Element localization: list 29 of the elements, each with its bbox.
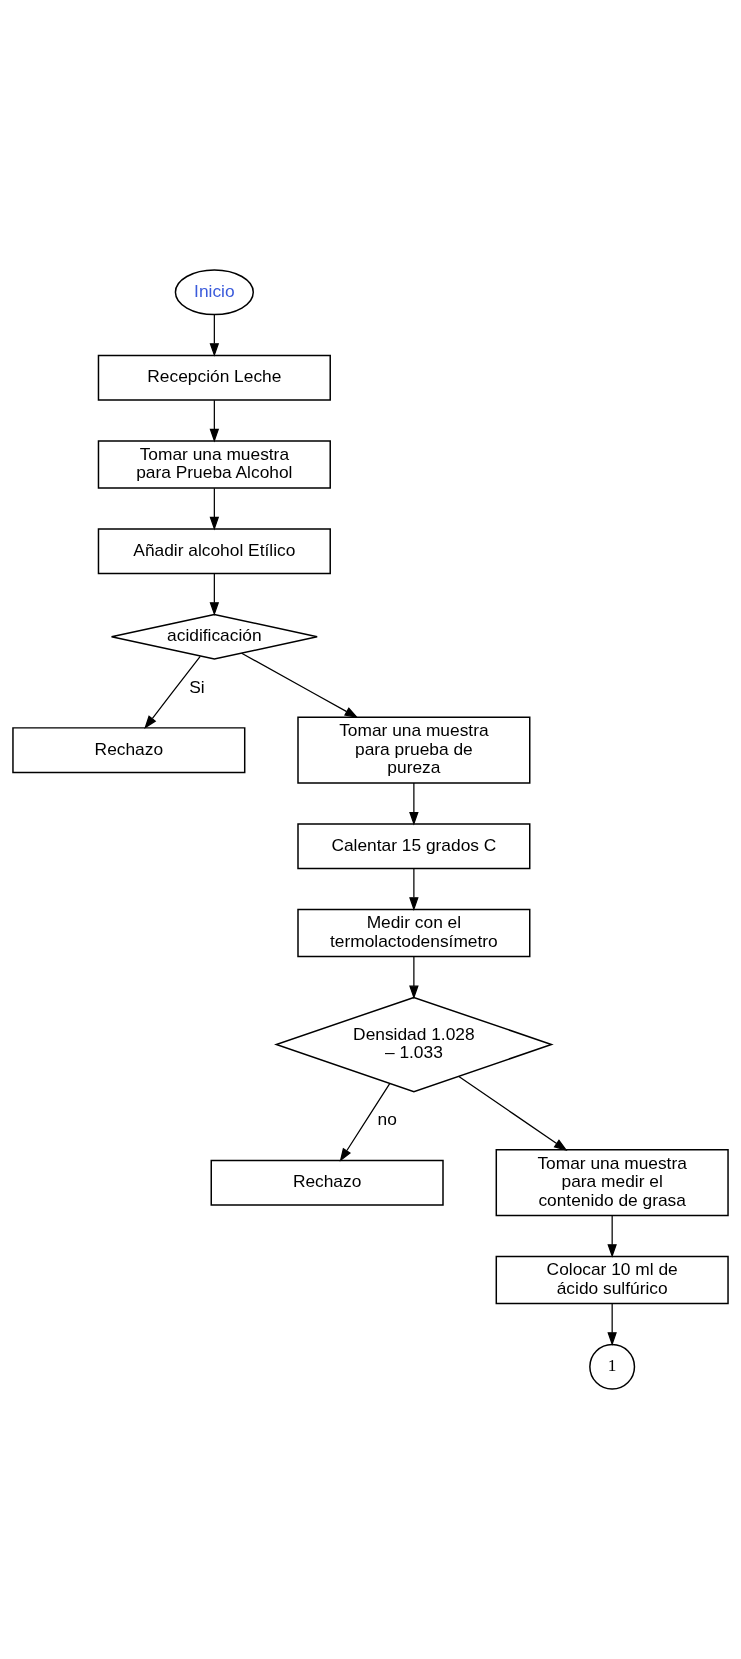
node-box: Colocar 10 ml de ácido sulfúrico xyxy=(495,1255,729,1305)
node-diamond: acidificación xyxy=(110,613,318,660)
arrow xyxy=(209,487,220,531)
arrow xyxy=(409,782,419,826)
node-box: Tomar una muestra para Prueba Alcohol xyxy=(97,440,331,489)
node-diamond: Densidad 1.028 – 1.033 xyxy=(274,996,554,1093)
arrow xyxy=(458,1075,568,1151)
node-box: Recepción Leche xyxy=(97,354,331,401)
arrow xyxy=(409,868,419,911)
node-box: Calentar 15 grados C xyxy=(297,823,531,870)
node-box: Añadir alcohol Etílico xyxy=(97,528,331,575)
node-box: Tomar una muestra para medir el contenido de grasa xyxy=(495,1149,729,1217)
arrow xyxy=(144,655,201,730)
arrow xyxy=(607,1303,617,1346)
arrow xyxy=(209,573,220,616)
edge-label: no xyxy=(377,1109,397,1130)
arrow xyxy=(339,1082,391,1162)
node-ellipse: Inicio xyxy=(174,269,254,316)
node-box: Tomar una muestra para prueba de pureza xyxy=(297,716,531,784)
node-box: Medir con el termolactodensímetro xyxy=(297,908,531,958)
arrow xyxy=(241,652,359,719)
node-box: Rechazo xyxy=(210,1159,444,1206)
edge-label: Si xyxy=(189,676,205,697)
node-box: Rechazo xyxy=(12,727,246,774)
arrow xyxy=(409,956,419,1000)
node-circle: 1 xyxy=(589,1343,636,1390)
arrow xyxy=(209,399,220,443)
arrow xyxy=(607,1215,617,1258)
arrow xyxy=(209,314,220,357)
